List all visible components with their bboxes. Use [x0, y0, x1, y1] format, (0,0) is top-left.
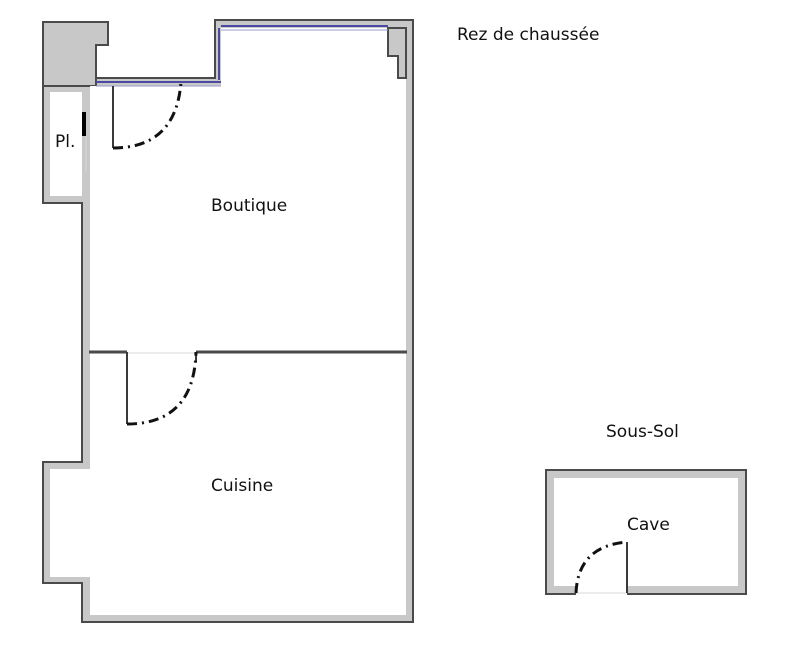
cave-floor — [554, 478, 738, 586]
chimney-block — [42, 21, 109, 87]
corner-pillar — [387, 27, 407, 79]
placard-floor — [50, 92, 82, 196]
cuisine-label: Cuisine — [211, 476, 273, 496]
cave-door-gap — [576, 585, 627, 595]
boutique-label: Boutique — [211, 196, 287, 216]
entrance-door-swing — [112, 81, 183, 150]
main-interior-floor — [50, 28, 406, 615]
placard-label: Pl. — [55, 132, 75, 152]
ground-floor-title: Rez de chaussée — [457, 25, 599, 45]
ground-floor-plan: Pl. Boutique Cuisine — [42, 19, 414, 623]
cave-door-swing — [574, 540, 628, 594]
cave-label: Cave — [627, 515, 670, 535]
basement-plan: Cave — [545, 469, 747, 595]
basement-title: Sous-Sol — [606, 422, 679, 442]
